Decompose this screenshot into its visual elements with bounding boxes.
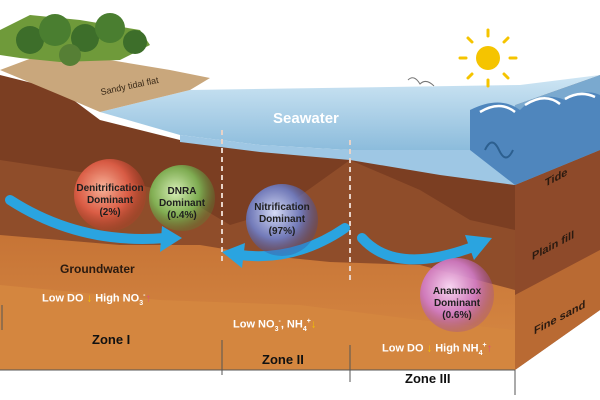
block-right-side-sand (515, 250, 600, 370)
zone-label-1: Zone I (92, 332, 131, 347)
trees-icon (16, 13, 147, 66)
down-arrow-icon: ↓ (426, 342, 433, 355)
flow-arrowhead-3 (465, 235, 492, 260)
up-arrow-icon: ↑ (486, 342, 493, 355)
bubble-denitrification (74, 159, 146, 231)
bubble-dnra (149, 165, 215, 231)
tide-waves-icon (470, 92, 600, 185)
zone-label-2: Zone II (262, 352, 304, 367)
zone-label-3: Zone III (405, 371, 451, 386)
sandy-flat-surface (0, 55, 210, 112)
seagull-icon (406, 76, 436, 88)
flow-arrow-3 (357, 233, 475, 265)
seawater-label: Seawater (273, 110, 339, 127)
down-arrow-icon: ↓ (86, 292, 93, 305)
groundwater-label: Groundwater (60, 262, 135, 276)
sun-icon (458, 28, 518, 88)
bubble-nitrification (246, 184, 318, 256)
down-arrow-icon: ↓ (310, 318, 317, 331)
zone2-conditions: Low NO3-, NH4+↓ (233, 318, 317, 333)
seawater-front (180, 105, 515, 185)
up-arrow-icon: ↑ (145, 292, 151, 305)
bubble-anammox (420, 258, 494, 332)
flow-arrowhead-2 (222, 243, 245, 268)
flow-arrowhead-1 (160, 226, 182, 252)
zone3-conditions: Low DO ↓ High NH4+↑ (382, 342, 493, 357)
zone1-conditions: Low DO ↓ High NO3-↑ (42, 292, 151, 307)
front-deep-sand (0, 285, 515, 370)
flow-arrow-1 (5, 195, 170, 244)
